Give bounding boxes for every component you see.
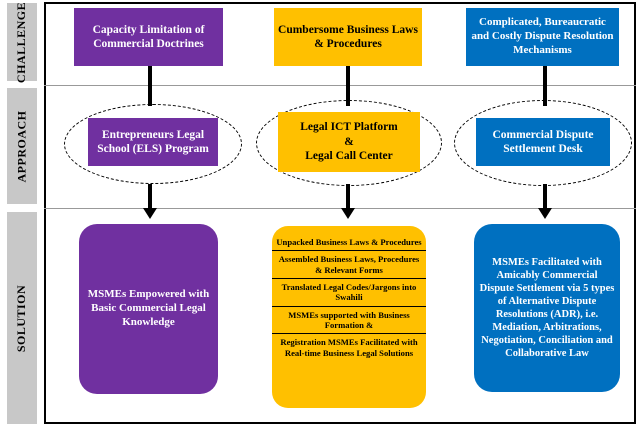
connector-left-bottom xyxy=(148,184,152,208)
diagram-frame xyxy=(44,2,636,424)
approach-ellipse-right xyxy=(454,100,632,186)
approach-ellipse-middle xyxy=(256,100,442,186)
row-label-approach-text: APPROACH xyxy=(14,110,29,182)
connector-middle-bottom xyxy=(346,184,350,208)
approach-text-els: Entrepreneurs Legal School (ELS) Program xyxy=(97,128,209,155)
challenge-text-dispute: Complicated, Bureaucratic and Costly Dis… xyxy=(471,16,614,56)
approach-box-els: Entrepreneurs Legal School (ELS) Program xyxy=(88,118,218,166)
solution-list-divider xyxy=(272,333,426,335)
solution-list-divider xyxy=(272,250,426,252)
solution-list-item: Assembled Business Laws, Procedures & Re… xyxy=(278,254,420,275)
approach-text-desk: Commercial Dispute Settlement Desk xyxy=(492,128,594,155)
challenge-text-capacity: Capacity Limitation of Commercial Doctri… xyxy=(92,23,205,50)
solution-list-divider xyxy=(272,277,426,279)
approach-box-ict: Legal ICT Platform & Legal Call Center xyxy=(278,112,420,172)
row-label-solution: SOLUTION xyxy=(7,212,37,424)
arrowhead-left xyxy=(143,208,157,219)
solution-list-divider xyxy=(272,305,426,307)
connector-left-top xyxy=(148,66,152,106)
solution-box-empowered: MSMEs Empowered with Basic Commercial Le… xyxy=(79,224,218,394)
solution-list-item: Unpacked Business Laws & Procedures xyxy=(276,237,422,247)
arrowhead-right xyxy=(538,208,552,219)
approach-ellipse-left xyxy=(64,104,242,184)
solution-list-box: Unpacked Business Laws & Procedures Asse… xyxy=(272,226,426,408)
connector-right-top xyxy=(543,66,547,106)
solution-box-adr: MSMEs Facilitated with Amicably Commerci… xyxy=(474,224,620,392)
row-label-solution-text: SOLUTION xyxy=(14,284,29,352)
solution-list-item: Registration MSMEs Facilitated with Real… xyxy=(280,337,418,358)
row-label-approach: APPROACH xyxy=(7,88,37,204)
approach-box-desk: Commercial Dispute Settlement Desk xyxy=(476,118,610,166)
challenge-box-capacity: Capacity Limitation of Commercial Doctri… xyxy=(74,8,223,66)
solution-list-item: Translated Legal Codes/Jargons into Swah… xyxy=(281,281,417,303)
solution-list-item: MSMEs supported with Business Formation … xyxy=(288,309,410,330)
solution-text-empowered: MSMEs Empowered with Basic Commercial Le… xyxy=(87,288,210,328)
row-label-challenge: CHALLENGE xyxy=(7,1,37,83)
row-label-challenge-text: CHALLENGE xyxy=(14,1,29,83)
approach-text-ict: Legal ICT Platform & Legal Call Center xyxy=(300,121,398,163)
row-divider-2 xyxy=(44,208,636,209)
challenge-box-laws: Cumbersome Business Laws & Procedures xyxy=(274,8,422,66)
solution-text-adr: MSMEs Facilitated with Amicably Commerci… xyxy=(479,256,615,360)
arrowhead-middle xyxy=(341,208,355,219)
row-divider-1 xyxy=(44,85,636,86)
challenge-text-laws: Cumbersome Business Laws & Procedures xyxy=(278,23,418,50)
connector-right-bottom xyxy=(543,184,547,208)
challenge-box-dispute: Complicated, Bureaucratic and Costly Dis… xyxy=(466,8,619,66)
connector-middle-top xyxy=(346,66,350,106)
